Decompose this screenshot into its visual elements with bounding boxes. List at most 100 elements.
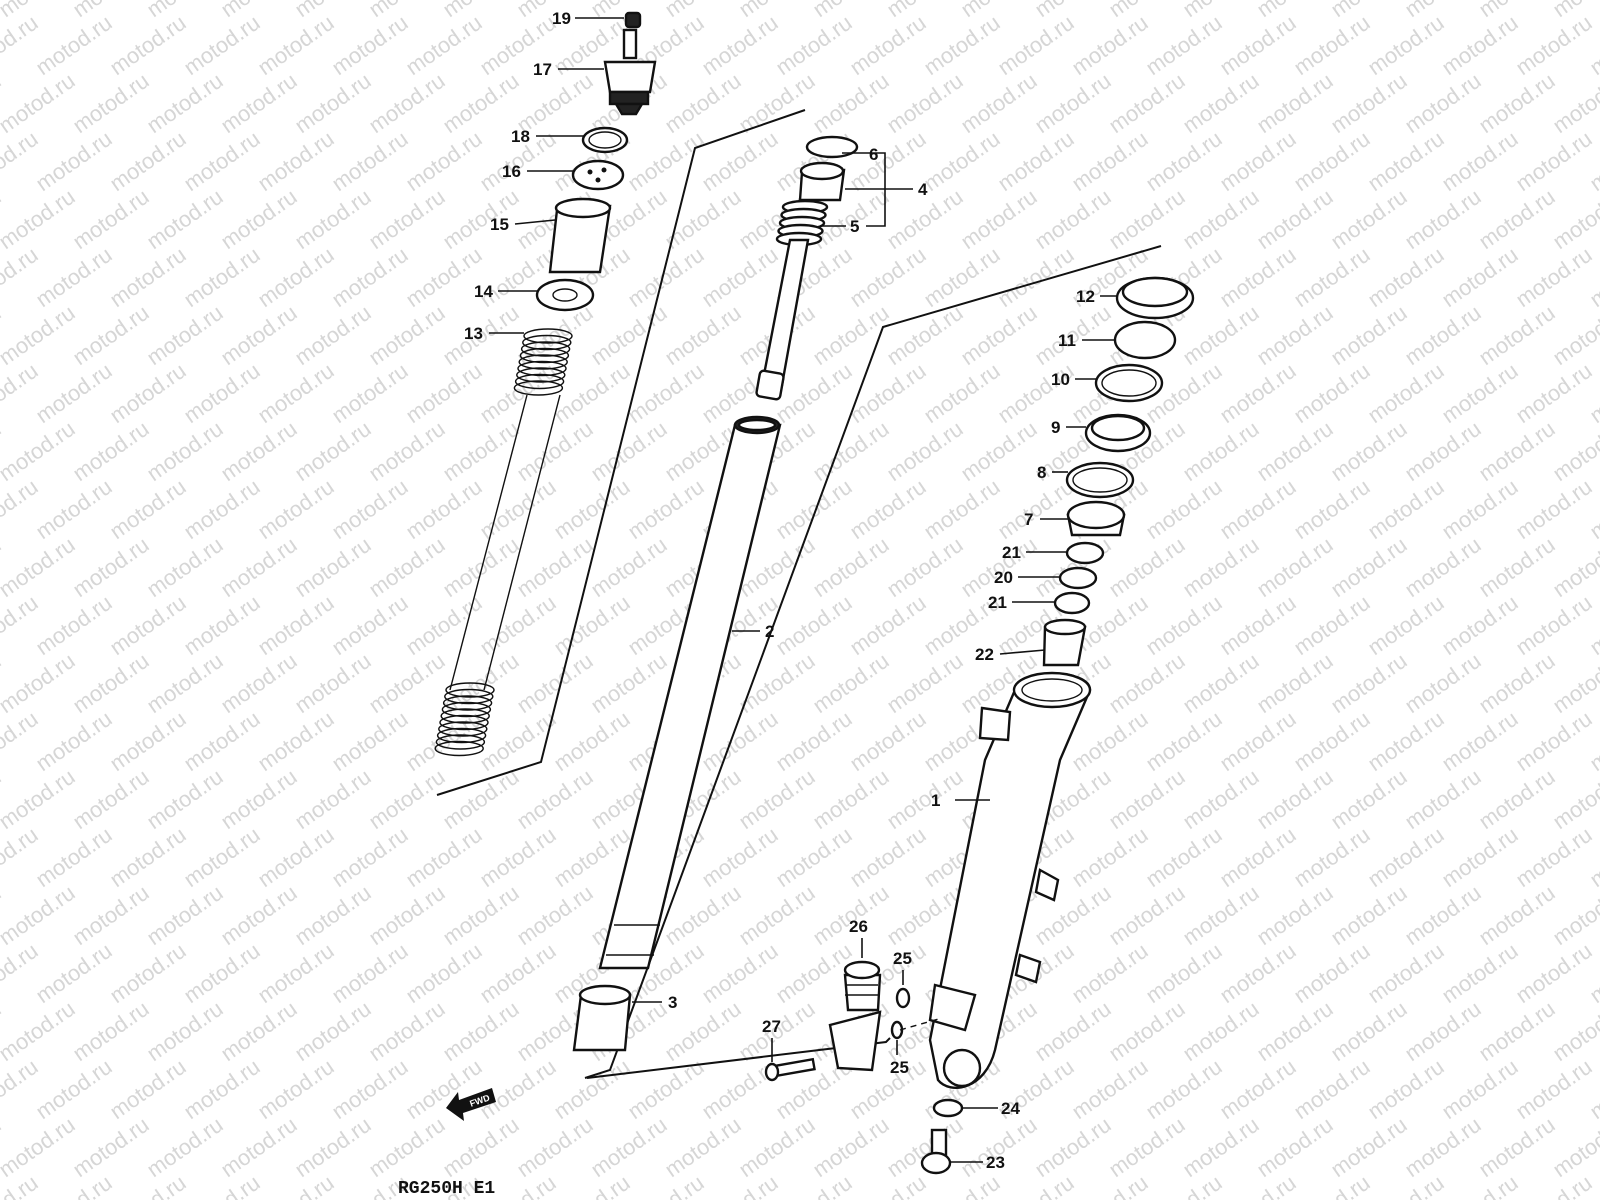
watermark-text: motod.ru — [438, 880, 523, 950]
watermark-text: motod.ru — [1437, 938, 1522, 1008]
watermark-text: motod.ru — [105, 242, 190, 312]
watermark-text: motod.ru — [31, 474, 116, 544]
watermark-text: motod.ru — [31, 938, 116, 1008]
watermark-text: motod.ru — [1141, 474, 1226, 544]
spring-coil — [435, 734, 486, 750]
watermark-text: motod.ru — [1474, 184, 1559, 254]
watermark-text: motod.ru — [697, 126, 782, 196]
watermark-text: motod.ru — [1400, 184, 1485, 254]
watermark-text: motod.ru — [993, 242, 1078, 312]
watermark-text: motod.ru — [882, 0, 967, 22]
watermark-text: motod.ru — [364, 0, 449, 22]
watermark-text: motod.ru — [364, 764, 449, 834]
watermark-text: motod.ru — [1104, 68, 1189, 138]
watermark-text: motod.ru — [253, 126, 338, 196]
watermark-text: motod.ru — [1178, 996, 1263, 1066]
spring-coil — [444, 688, 494, 705]
watermark-text: motod.ru — [882, 300, 967, 370]
spring-coil — [436, 727, 487, 744]
watermark-text: motod.ru — [0, 996, 79, 1066]
watermark-text: motod.ru — [808, 1112, 893, 1182]
watermark-text: motod.ru — [1067, 126, 1152, 196]
spring-coil — [513, 380, 564, 396]
callout-label-c12: 12 — [1076, 287, 1095, 306]
watermark-text: motod.ru — [0, 416, 79, 486]
watermark-text: motod.ru — [660, 184, 745, 254]
watermark-text: motod.ru — [1215, 938, 1300, 1008]
callout-label-c25a: 25 — [893, 949, 912, 968]
watermark-text: motod.ru — [216, 416, 301, 486]
watermark-text: motod.ru — [1030, 0, 1115, 22]
watermark-text: motod.ru — [1548, 880, 1600, 950]
watermark-text: motod.ru — [401, 822, 486, 892]
watermark-text: motod.ru — [1326, 1112, 1411, 1182]
watermark-text: motod.ru — [31, 590, 116, 660]
watermark-text: motod.ru — [1400, 648, 1485, 718]
watermark-text: motod.ru — [1326, 300, 1411, 370]
watermark-text: motod.ru — [808, 648, 893, 718]
watermark-text: motod.ru — [401, 358, 486, 428]
watermark-text: motod.ru — [1511, 822, 1596, 892]
part-ring-20 — [1058, 566, 1098, 590]
callout-label-c18: 18 — [511, 127, 530, 146]
watermark-text: motod.ru — [1141, 590, 1226, 660]
watermark-text: motod.ru — [1289, 822, 1374, 892]
watermark-text: motod.ru — [1141, 126, 1226, 196]
watermark-text: motod.ru — [956, 0, 1041, 22]
watermark-text: motod.ru — [105, 358, 190, 428]
watermark-text: motod.ru — [1326, 880, 1411, 950]
watermark-text: motod.ru — [1437, 358, 1522, 428]
watermark-text: motod.ru — [0, 880, 79, 950]
callout-label-c4: 4 — [918, 180, 928, 199]
watermark-text: motod.ru — [512, 1112, 597, 1182]
watermark-text: motod.ru — [919, 126, 1004, 196]
watermark-text: motod.ru — [1363, 474, 1448, 544]
watermark-text: motod.ru — [1437, 1054, 1522, 1124]
watermark-text: motod.ru — [882, 532, 967, 602]
watermark-text: motod.ru — [623, 1170, 708, 1200]
watermark-text: motod.ru — [882, 416, 967, 486]
watermark-text: motod.ru — [697, 10, 782, 80]
watermark-text: motod.ru — [1252, 0, 1337, 22]
watermark-text: motod.ru — [956, 532, 1041, 602]
watermark-text: motod.ru — [1252, 184, 1337, 254]
watermark-text: motod.ru — [734, 68, 819, 138]
watermark-text: motod.ru — [549, 706, 634, 776]
watermark-text: motod.ru — [697, 938, 782, 1008]
callout-label-c7: 7 — [1024, 510, 1033, 529]
part-spring-13 — [434, 328, 573, 757]
watermark-text: motod.ru — [919, 474, 1004, 544]
watermark-text: motod.ru — [1067, 1170, 1152, 1200]
watermark-text: motod.ru — [1289, 358, 1374, 428]
spring-coil — [522, 334, 572, 351]
spring-coil — [441, 701, 492, 718]
watermark-text: motod.ru — [179, 1170, 264, 1200]
watermark-text: motod.ru — [401, 938, 486, 1008]
watermark-text: motod.ru — [1437, 10, 1522, 80]
watermark-text: motod.ru — [1215, 1054, 1300, 1124]
watermark-text: motod.ru — [105, 938, 190, 1008]
watermark-text: motod.ru — [1252, 996, 1337, 1066]
watermark-text: motod.ru — [68, 416, 153, 486]
watermark-text: motod.ru — [31, 1054, 116, 1124]
watermark-text: motod.ru — [1289, 706, 1374, 776]
watermark-text: motod.ru — [327, 822, 412, 892]
watermark-text: motod.ru — [327, 706, 412, 776]
watermark-text: motod.ru — [179, 358, 264, 428]
callout-label-c6: 6 — [869, 145, 878, 164]
watermark-text: motod.ru — [68, 532, 153, 602]
watermark-text: motod.ru — [882, 648, 967, 718]
watermark-text: motod.ru — [697, 822, 782, 892]
watermark-text: motod.ru — [1252, 532, 1337, 602]
watermark-text: motod.ru — [401, 126, 486, 196]
watermark-text: motod.ru — [1030, 68, 1115, 138]
watermark-text: motod.ru — [1178, 880, 1263, 950]
callout-label-c26: 26 — [849, 917, 868, 936]
watermark-text: motod.ru — [993, 126, 1078, 196]
callout-label-c14: 14 — [474, 282, 493, 301]
watermark-text: motod.ru — [438, 764, 523, 834]
watermark-text: motod.ru — [0, 764, 79, 834]
watermark-text: motod.ru — [68, 300, 153, 370]
callout-label-c15: 15 — [490, 215, 509, 234]
